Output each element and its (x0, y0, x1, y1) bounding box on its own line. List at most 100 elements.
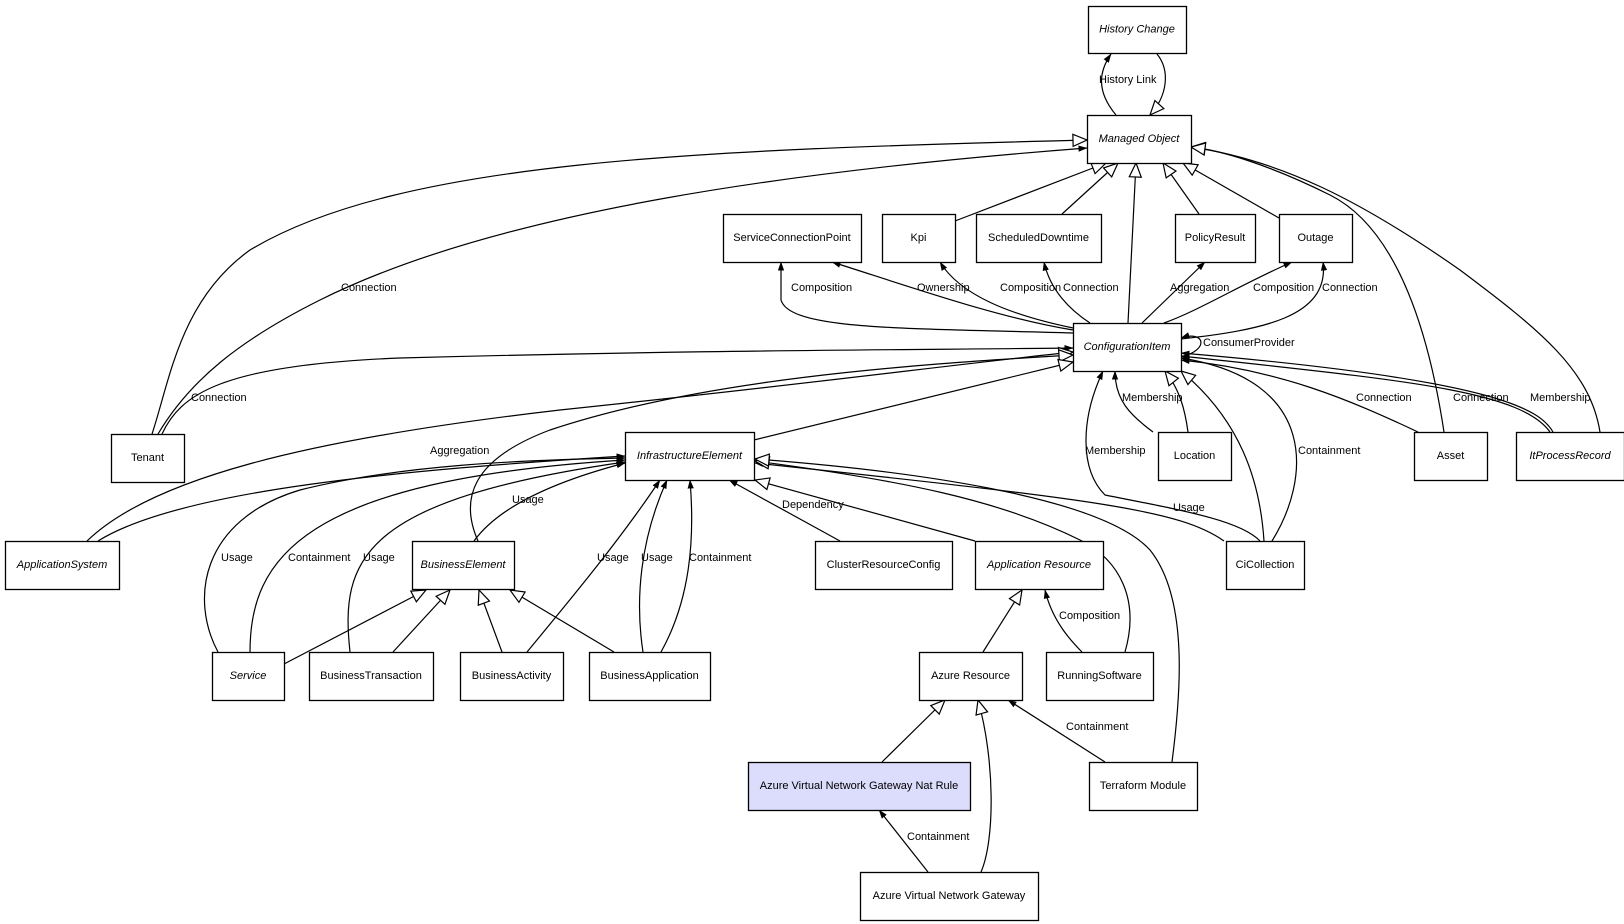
class-box (1515, 431, 1624, 482)
class-node-configuration-item[interactable]: ConfigurationItem (1072, 322, 1183, 373)
class-box (1225, 540, 1306, 591)
class-name: BusinessApplication (600, 670, 698, 682)
filled-arrow-line (878, 809, 929, 873)
association-edge-business_transaction-to-infrastructure_element (347, 460, 626, 653)
generalization-edge-azure_resource-to-application_resource (982, 590, 1022, 653)
class-node-scheduled-downtime[interactable]: ScheduledDowntime (975, 213, 1103, 264)
edge-label: Containment (1298, 445, 1360, 457)
filled-arrow-line (157, 145, 1088, 435)
class-name: CiCollection (1236, 559, 1295, 571)
class-node-running-software[interactable]: RunningSoftware (1045, 651, 1155, 702)
edge-label: Connection (1322, 282, 1378, 294)
class-node-business-element[interactable]: BusinessElement (411, 540, 516, 591)
class-box (747, 761, 972, 812)
edge-label: Ownership (917, 282, 970, 294)
class-name: Azure Virtual Network Gateway (873, 890, 1026, 902)
generalization-edge-business_transaction-to-business_element (392, 590, 450, 653)
class-node-managed-object[interactable]: Managed Object (1086, 114, 1193, 165)
class-node-outage[interactable]: Outage (1278, 213, 1354, 264)
generalization-edge-azure_vng_nat_rule-to-azure_resource (881, 700, 945, 763)
class-name: PolicyResult (1185, 232, 1246, 244)
class-node-azure-vng[interactable]: Azure Virtual Network Gateway (859, 871, 1040, 922)
class-box (1174, 213, 1257, 264)
class-node-location[interactable]: Location (1157, 431, 1233, 482)
association-edge-tenant-to-configuration_item (161, 344, 1074, 435)
hollow-arrow-line (392, 590, 450, 653)
hollow-arrow-line (755, 480, 976, 542)
class-name: Tenant (131, 452, 164, 464)
class-node-tenant[interactable]: Tenant (110, 433, 186, 484)
edge-label: Connection (1356, 392, 1412, 404)
class-name: Application Resource (986, 559, 1091, 571)
hollow-arrow-line (954, 163, 1106, 222)
class-node-business-activity[interactable]: BusinessActivity (459, 651, 565, 702)
association-edge-business_activity-to-infrastructure_element (526, 479, 661, 653)
association-edge-ci_collection-to-configuration_item (1085, 370, 1261, 542)
class-name: RunningSoftware (1057, 670, 1141, 682)
class-node-kpi[interactable]: Kpi (881, 213, 957, 264)
class-node-application-system[interactable]: ApplicationSystem (4, 540, 121, 591)
hollow-arrow-line (1181, 371, 1265, 542)
filled-arrow-line (1180, 353, 1551, 433)
association-edge-running_software-to-application_resource (1043, 589, 1083, 653)
generalization-edge-business_application-to-business_element (510, 590, 615, 653)
class-node-azure-resource[interactable]: Azure Resource (918, 651, 1024, 702)
association-edge-configuration_item-to-policy_result (1141, 261, 1206, 324)
class-node-it-process-record[interactable]: ItProcessRecord (1515, 431, 1624, 482)
generalization-edge-policy_result-to-managed_object (1163, 163, 1200, 215)
class-box (1072, 322, 1183, 373)
class-node-business-application[interactable]: BusinessApplication (588, 651, 712, 702)
class-box (881, 213, 957, 264)
class-node-service[interactable]: Service (211, 651, 286, 702)
class-node-azure-vng-nat-rule[interactable]: Azure Virtual Network Gateway Nat Rule (747, 761, 972, 812)
generalization-edge-service-to-business_element (283, 590, 426, 665)
class-name: Location (1174, 450, 1216, 462)
association-edge-configuration_item-to-outage (1180, 261, 1328, 340)
class-node-application-resource[interactable]: Application Resource (974, 540, 1105, 591)
filled-arrow-line (203, 455, 626, 653)
class-node-cluster-resource-config[interactable]: ClusterResourceConfig (814, 540, 954, 591)
edge-label: History Link (1099, 74, 1157, 86)
hollow-arrow-line (479, 590, 503, 653)
class-node-service-connection-point[interactable]: ServiceConnectionPoint (722, 213, 863, 264)
association-edge-service-to-infrastructure_element (203, 455, 626, 653)
generalization-edge-location-to-configuration_item (1165, 371, 1189, 433)
class-node-history-change[interactable]: History Change (1087, 5, 1188, 55)
filled-arrow-line (831, 261, 1074, 331)
association-edge-configuration_item-to-service_connection_point (831, 261, 1074, 331)
hollow-arrow-line (1163, 163, 1200, 215)
class-node-policy-result[interactable]: PolicyResult (1174, 213, 1257, 264)
hollow-arrow-line (881, 700, 945, 763)
edge-label: Aggregation (430, 445, 489, 457)
class-node-business-transaction[interactable]: BusinessTransaction (308, 651, 435, 702)
class-name: History Change (1099, 23, 1175, 35)
filled-arrow-line (1180, 261, 1328, 340)
edge-label: Usage (1173, 502, 1205, 514)
edge-label: Connection (191, 392, 247, 404)
association-edge-service-to-infrastructure_element (249, 457, 626, 653)
edge-label: Membership (1530, 392, 1591, 404)
association-edge-asset-to-configuration_item (1180, 357, 1419, 433)
edge-label: Aggregation (1170, 282, 1229, 294)
filled-arrow-line (1180, 350, 1554, 433)
edge-label: Containment (689, 552, 751, 564)
class-node-ci-collection[interactable]: CiCollection (1225, 540, 1306, 591)
filled-arrow-line (777, 261, 1074, 334)
edge-label: Composition (1253, 282, 1314, 294)
filled-arrow-line (347, 460, 626, 653)
edge-label: Connection (1063, 282, 1119, 294)
class-box (1278, 213, 1354, 264)
association-edge-business_application-to-infrastructure_element (660, 479, 694, 653)
edges-layer (86, 53, 1601, 873)
class-node-terraform-module[interactable]: Terraform Module (1088, 761, 1199, 812)
edge-label: Containment (907, 831, 969, 843)
class-node-asset[interactable]: Asset (1413, 431, 1489, 482)
class-node-infrastructure-element[interactable]: InfrastructureElement (624, 431, 756, 482)
hollow-arrow-line (469, 355, 1073, 542)
class-box (411, 540, 516, 591)
hollow-arrow-line (982, 590, 1022, 653)
generalization-edge-business_element-to-configuration_item (469, 355, 1073, 542)
generalization-edge-history_change-to-managed_object (1150, 53, 1166, 115)
